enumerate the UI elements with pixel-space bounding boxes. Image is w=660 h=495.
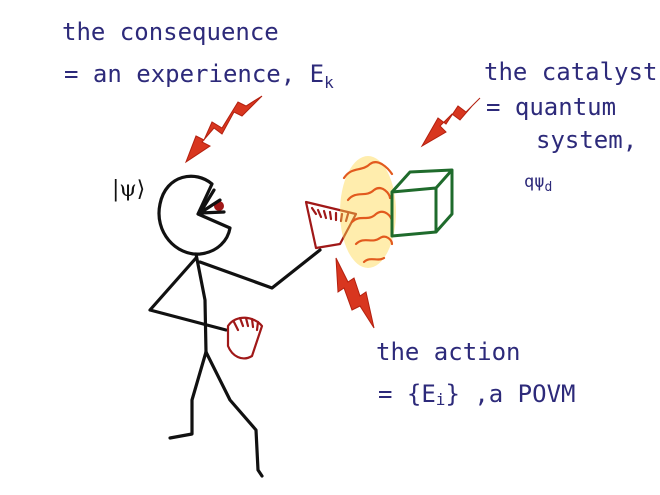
action-title: the action <box>376 338 521 366</box>
action-definition-subscript: i <box>436 390 446 409</box>
catalyst-state-symbol: ψ <box>534 172 544 192</box>
consequence-subscript: k <box>324 73 334 92</box>
consequence-definition: = an experience, Ek <box>64 60 334 92</box>
catalyst-state-prefix: q <box>524 172 534 192</box>
action-definition-suffix: } ,a POVM <box>445 380 575 408</box>
agent-left-arm <box>148 256 228 332</box>
catalyst-state: qψd <box>524 172 552 195</box>
action-definition-prefix: = {E <box>378 380 436 408</box>
action-definition: = {Ei} ,a POVM <box>378 380 575 409</box>
consequence-lightning-arrow-icon <box>184 95 263 164</box>
catalyst-state-subscript: d <box>545 180 553 195</box>
agent-mouth-meter <box>198 188 226 215</box>
catalyst-lightning-arrow-icon <box>420 97 481 148</box>
catalyst-title: the catalyst <box>484 58 657 86</box>
catalyst-interaction-glow <box>340 156 396 268</box>
action-lightning-arrow-icon <box>335 257 375 329</box>
agent-left-leg <box>168 350 208 440</box>
catalyst-definition: = quantum <box>486 93 616 121</box>
catalyst-system: system, <box>536 126 637 154</box>
consequence-title: the consequence <box>62 18 279 46</box>
waist-meter-icon <box>226 316 264 360</box>
agent-head <box>157 174 232 256</box>
quantum-system-cube-icon <box>390 168 454 238</box>
raised-meter-icon <box>304 200 358 250</box>
consequence-definition-text: = an experience, E <box>64 60 324 88</box>
stick-figure-agent <box>148 174 322 478</box>
agent-state-ket: |ψ⟩ <box>112 177 145 202</box>
agent-right-arm <box>198 248 322 290</box>
agent-right-leg <box>204 350 264 478</box>
agent-torso <box>194 252 208 354</box>
